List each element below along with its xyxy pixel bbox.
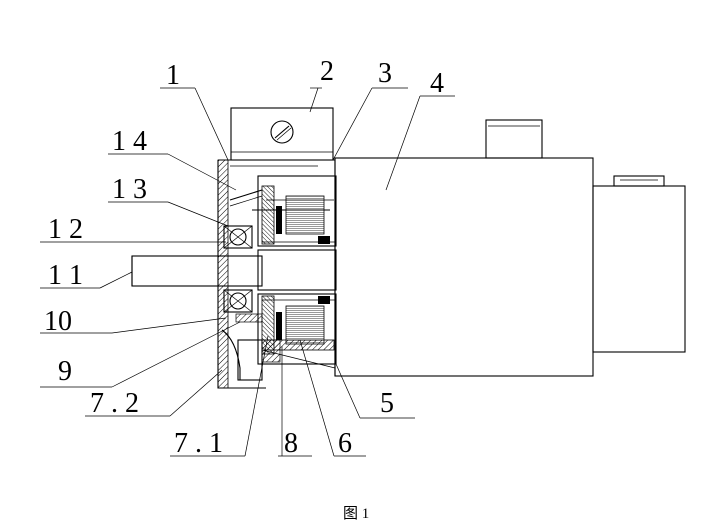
leader-lines (40, 87, 455, 457)
label-12: 1 2 (48, 214, 83, 245)
label-10: 10 (44, 306, 72, 337)
label-14: 1 4 (112, 126, 147, 157)
label-3: 3 (378, 58, 392, 89)
label-1: 1 (166, 60, 180, 91)
motor-body (334, 119, 686, 377)
label-4: 4 (430, 68, 444, 99)
label-6: 6 (338, 428, 352, 459)
label-5: 5 (380, 388, 394, 419)
label-13: 1 3 (112, 174, 147, 205)
label-7-2: 7 . 2 (90, 388, 139, 419)
label-7-1: 7 . 1 (174, 428, 223, 459)
brake-assembly (229, 175, 337, 365)
label-11: 1 1 (48, 260, 83, 291)
lower-bearing (223, 289, 253, 313)
terminal-box (230, 107, 334, 161)
label-8: 8 (284, 428, 298, 459)
label-9: 9 (58, 356, 72, 387)
upper-bearing (223, 225, 253, 249)
figure-caption: 图 1 (343, 505, 369, 522)
output-shaft (131, 249, 337, 291)
part-labels: 1 2 3 4 1 4 1 3 1 2 1 1 10 9 7 . 2 7 . 1… (44, 56, 444, 459)
label-2: 2 (320, 56, 334, 87)
